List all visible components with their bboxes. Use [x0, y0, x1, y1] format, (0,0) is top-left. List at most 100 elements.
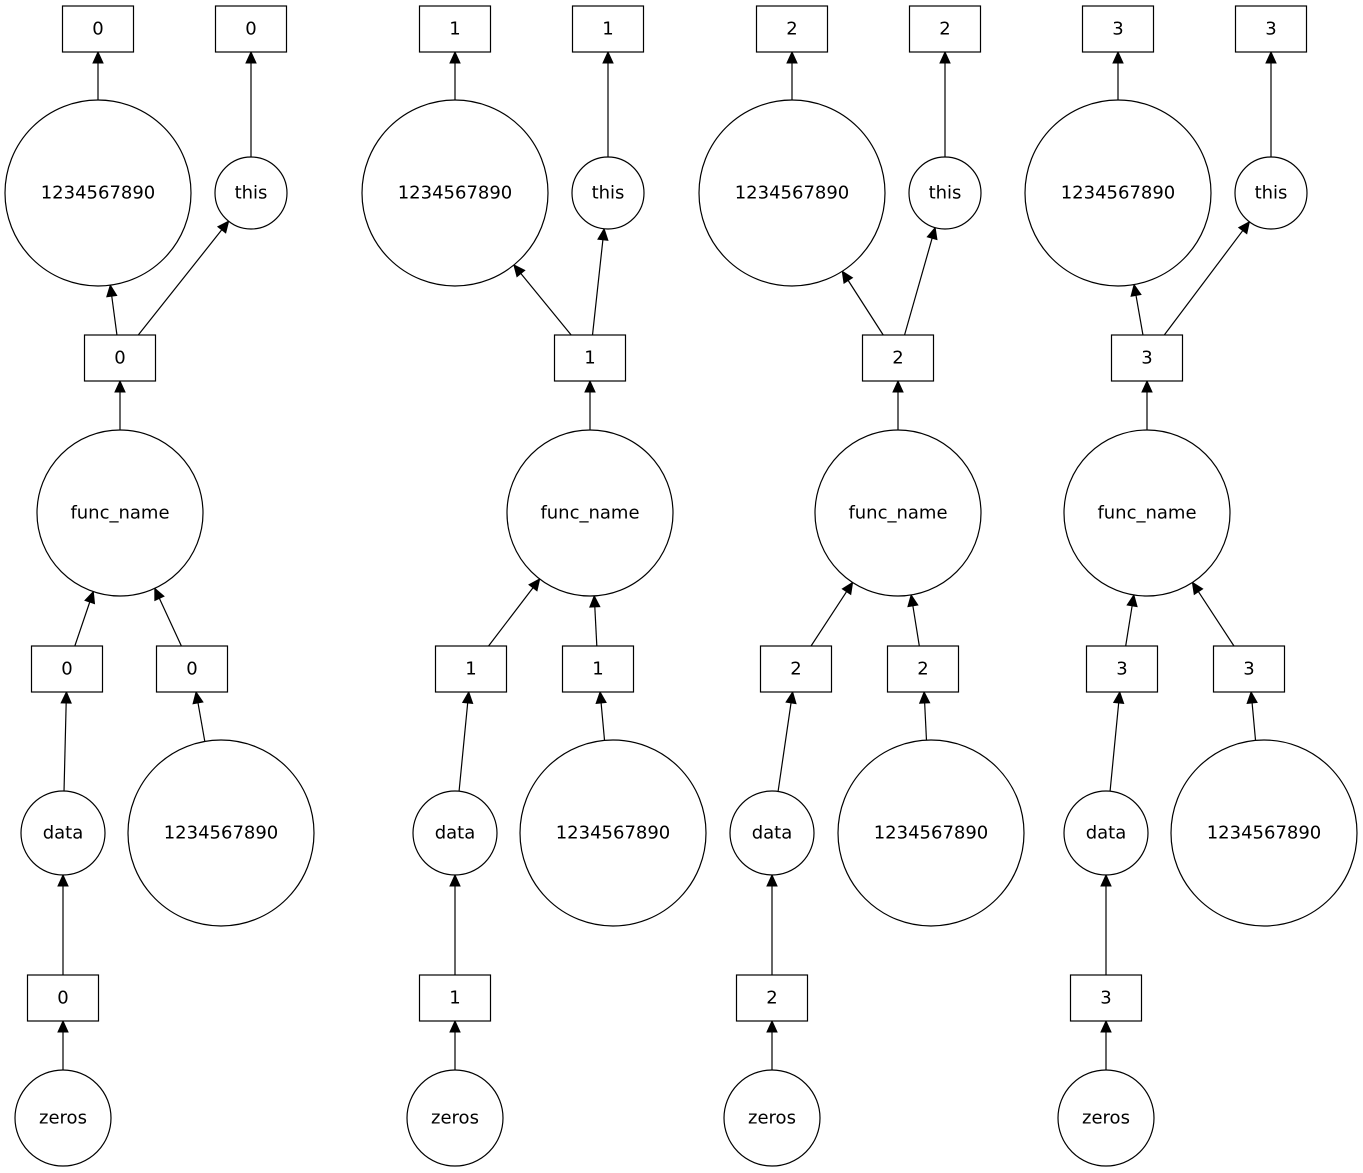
- data-node-circle: [729, 790, 815, 876]
- edge-zeros1-to-z1: [449, 1019, 461, 1070]
- edge-line: [591, 239, 604, 336]
- data-node-this: this: [908, 156, 982, 230]
- edge-z1-to-data1: [449, 873, 461, 975]
- edge-z3-to-data3: [1100, 873, 1112, 975]
- data-node-1234567890: 1234567890: [1024, 99, 1212, 287]
- task-box-0: 0: [155, 645, 229, 693]
- data-node-1234567890: 1234567890: [837, 739, 1025, 927]
- edge-this3-to-top3b: [1265, 50, 1277, 157]
- edge-data1-to-in1a: [458, 690, 474, 792]
- node-label: zeros: [39, 1108, 87, 1129]
- edge-line: [158, 598, 182, 647]
- node-label: data: [435, 823, 476, 844]
- edge-in1b-to-func1: [589, 594, 601, 647]
- task-box-1: 1: [561, 645, 635, 693]
- task-box-shape: [1212, 645, 1286, 693]
- node-label: 0: [92, 19, 103, 40]
- node-label: zeros: [431, 1108, 479, 1129]
- node-label: func_name: [540, 503, 639, 524]
- arrowhead-icon: [528, 578, 541, 592]
- node-label: zeros: [1082, 1108, 1130, 1129]
- data-node-circle: [506, 429, 674, 597]
- node-label: 1234567890: [1061, 183, 1176, 204]
- arrowhead-icon: [1265, 50, 1277, 64]
- task-box-shape: [61, 5, 135, 53]
- data-node-circle: [519, 739, 707, 927]
- arrowhead-icon: [154, 587, 165, 602]
- arrowhead-icon: [841, 581, 854, 596]
- data-node-this: this: [214, 156, 288, 230]
- arrowhead-icon: [589, 594, 601, 608]
- arrowhead-icon: [1112, 690, 1125, 705]
- arrowhead-icon: [1100, 1019, 1112, 1033]
- edge-z0-to-data0: [57, 873, 69, 975]
- edge-line: [594, 606, 598, 647]
- edge-zeros0-to-z0: [57, 1019, 69, 1070]
- data-node-func-name: func_name: [814, 429, 982, 597]
- arrowhead-icon: [84, 590, 96, 605]
- arrowhead-icon: [939, 50, 951, 64]
- arrowhead-icon: [449, 50, 461, 64]
- arrowhead-icon: [245, 50, 257, 64]
- edge-num0-to-in0b: [192, 690, 206, 742]
- task-box-shape: [83, 334, 157, 382]
- data-node-circle: [412, 790, 498, 876]
- task-box-shape: [214, 5, 288, 53]
- node-label: 1234567890: [874, 823, 989, 844]
- task-box-2: 2: [735, 974, 809, 1022]
- edge-in0b-to-func0: [154, 587, 182, 647]
- data-node-circle: [1057, 1069, 1155, 1167]
- edge-func2-to-mid2: [892, 379, 904, 430]
- data-node-circle: [36, 429, 204, 597]
- node-label: func_name: [70, 503, 169, 524]
- node-label: 0: [186, 659, 197, 680]
- task-box-shape: [155, 645, 229, 693]
- edge-line: [488, 587, 534, 647]
- edge-data2-to-in2a: [777, 690, 797, 792]
- data-node-circle: [214, 156, 288, 230]
- task-box-0: 0: [83, 334, 157, 382]
- node-label: func_name: [1097, 503, 1196, 524]
- edge-zeros2-to-z2: [766, 1019, 778, 1070]
- task-box-1: 1: [418, 5, 492, 53]
- task-box-shape: [1110, 334, 1184, 382]
- edge-line: [74, 601, 91, 647]
- edge-mid3-to-big3: [1130, 283, 1144, 336]
- node-label: func_name: [848, 503, 947, 524]
- node-label: 1: [584, 348, 595, 369]
- task-box-shape: [1234, 5, 1308, 53]
- edge-this2-to-top2b: [939, 50, 951, 157]
- edge-line: [777, 702, 792, 792]
- task-box-1: 1: [553, 334, 627, 382]
- edge-func1-to-mid1: [584, 379, 596, 430]
- edge-in1a-to-func1: [488, 578, 541, 647]
- node-label: 3: [1243, 659, 1254, 680]
- arrowhead-icon: [57, 1019, 69, 1033]
- arrowhead-icon: [1112, 50, 1124, 64]
- task-box-1: 1: [418, 974, 492, 1022]
- edge-line: [197, 702, 206, 742]
- edge-mid2-to-this2: [903, 226, 938, 336]
- task-box-2: 2: [886, 645, 960, 693]
- task-box-shape: [755, 5, 829, 53]
- edge-line: [1135, 295, 1144, 336]
- data-node-zeros: zeros: [14, 1069, 112, 1167]
- node-label: 0: [61, 659, 72, 680]
- edge-line: [63, 702, 67, 792]
- task-box-2: 2: [755, 5, 829, 53]
- node-label: 2: [766, 988, 777, 1009]
- data-node-circle: [908, 156, 982, 230]
- node-label: data: [1086, 823, 1127, 844]
- task-box-shape: [418, 5, 492, 53]
- data-node-circle: [14, 1069, 112, 1167]
- task-box-shape: [553, 334, 627, 382]
- edge-mid0-to-big0: [106, 283, 118, 336]
- data-node-circle: [1063, 429, 1231, 597]
- task-box-1: 1: [571, 5, 645, 53]
- arrowhead-icon: [449, 1019, 461, 1033]
- node-label: 2: [892, 348, 903, 369]
- edge-in3b-to-func3: [1191, 581, 1235, 647]
- node-label: 2: [786, 19, 797, 40]
- data-node-1234567890: 1234567890: [519, 739, 707, 927]
